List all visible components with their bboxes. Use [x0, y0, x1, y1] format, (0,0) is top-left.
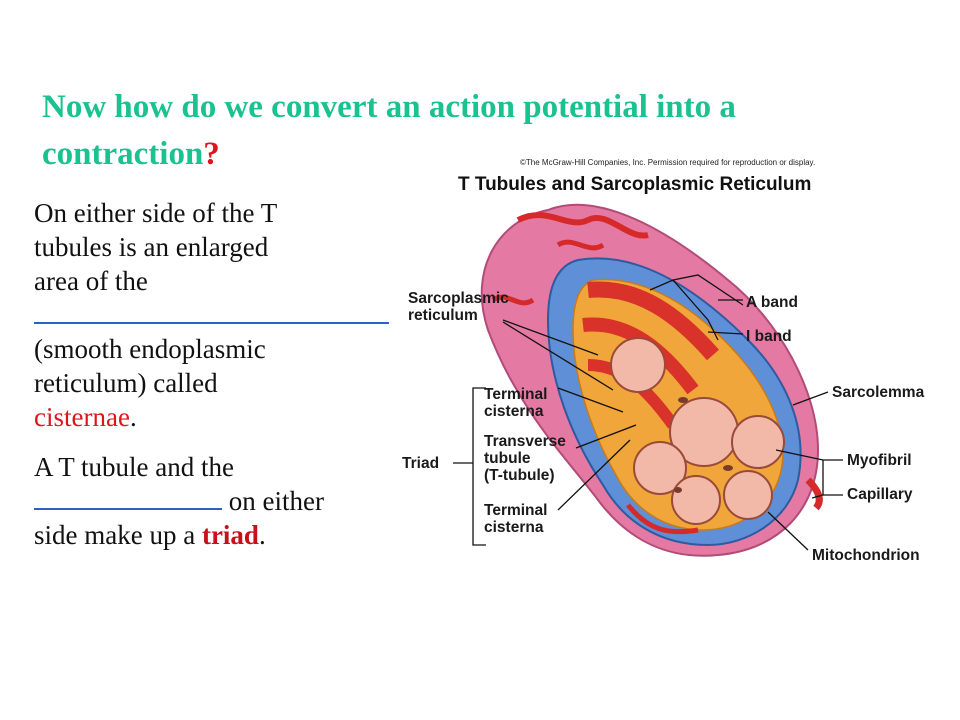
- figure-title: T Tubules and Sarcoplasmic Reticulum: [458, 174, 812, 195]
- para2-blank-line: [34, 484, 222, 510]
- para1-line1: On either side of the T: [34, 198, 278, 228]
- triad-term: triad: [201, 520, 259, 550]
- label-sarcolemma: Sarcolemma: [832, 384, 925, 401]
- para1-line4: (smooth endoplasmic: [34, 334, 266, 364]
- title-question-mark: ?: [203, 136, 220, 172]
- label-triad: Triad: [402, 455, 440, 472]
- label-capillary: Capillary: [847, 486, 913, 503]
- para2-line3: side make up a triad.: [34, 520, 266, 550]
- para1-line6: cisternae.: [34, 402, 137, 432]
- para1-blank-line: [34, 298, 394, 332]
- cisternae-term: cisternae: [34, 402, 130, 432]
- label-myofibril: Myofibril: [847, 452, 912, 469]
- muscle-fiber-illustration: [453, 203, 843, 557]
- para2-line2: on either: [34, 484, 394, 518]
- para2-line1: A T tubule and the: [34, 452, 234, 482]
- slide-title: Now how do we convert an action potentia…: [42, 84, 862, 178]
- body-text: On either side of the T tubules is an en…: [34, 196, 394, 552]
- muscle-fiber-figure: ©The McGraw-Hill Companies, Inc. Permiss…: [398, 150, 958, 570]
- para1-line5: reticulum) called: [34, 368, 218, 398]
- title-text: Now how do we convert an action potentia…: [42, 89, 736, 172]
- para1-line3: area of the: [34, 266, 148, 296]
- para1-line2: tubules is an enlarged: [34, 232, 269, 262]
- label-mitochondrion: Mitochondrion: [812, 547, 920, 564]
- label-i-band: I band: [746, 328, 792, 345]
- label-a-band: A band: [746, 294, 798, 311]
- figure-copyright: ©The McGraw-Hill Companies, Inc. Permiss…: [520, 158, 816, 167]
